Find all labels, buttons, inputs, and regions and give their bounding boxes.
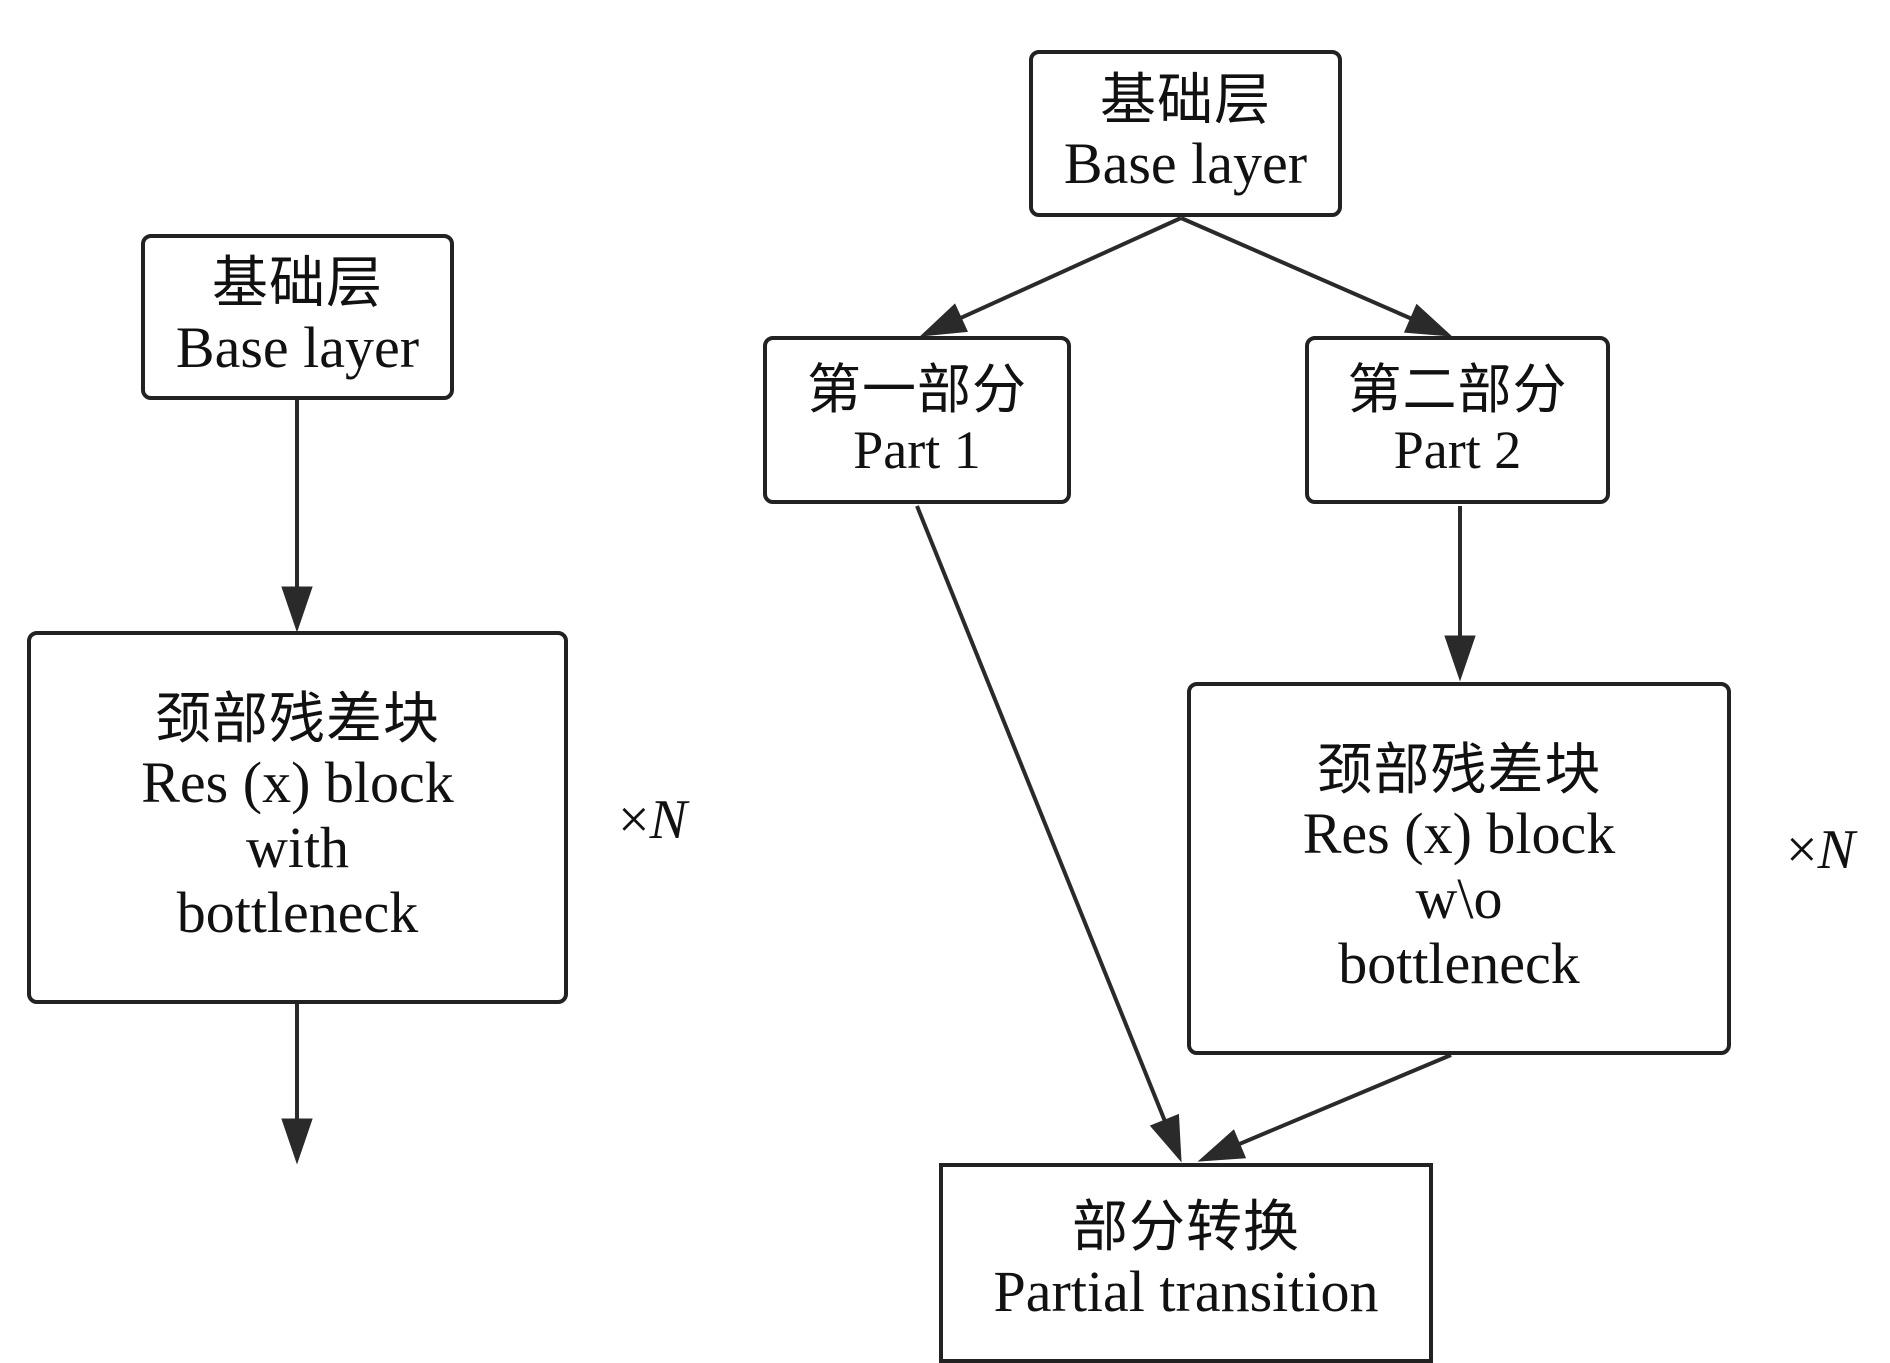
partial-transition-box: 部分转换 Partial transition [939,1163,1433,1363]
right-base-layer-zh: 基础层 [1100,69,1271,132]
times-symbol: × [1786,819,1818,881]
arrowhead-icon [281,586,313,633]
partial-transition-zh: 部分转换 [1072,1197,1300,1259]
left-res-block-en-3: bottleneck [176,880,419,946]
repeat-variable: N [649,789,687,851]
left-res-block-en-2: with [245,815,350,881]
left-res-block-box: 颈部残差块 Res (x) block with bottleneck [27,631,568,1004]
arrowhead-icon [1197,1129,1247,1162]
connector-line [1238,1053,1452,1146]
right-base-layer-box: 基础层 Base layer [1029,50,1342,217]
left-res-block-en-1: Res (x) block [141,750,454,816]
arrowhead-icon [919,303,969,337]
part1-en: Part 1 [853,420,981,480]
right-repeat-label: ×N [1786,818,1855,882]
right-res-block-en-3: bottleneck [1338,931,1580,997]
times-symbol: × [618,789,650,851]
left-base-layer-box: 基础层 Base layer [141,234,454,400]
right-res-block-en-2: w\o [1415,866,1503,932]
arrowhead-icon [281,1118,313,1165]
right-res-block-box: 颈部残差块 Res (x) block w\o bottleneck [1187,682,1731,1055]
arrowhead-icon [1403,303,1453,337]
arrow-part1-to-transition [915,505,1182,1163]
arrow-resblock-to-transition [1197,1053,1452,1162]
left-repeat-label: ×N [618,788,687,852]
part2-en: Part 2 [1393,420,1522,480]
left-base-layer-zh: 基础层 [212,253,383,316]
connector-line [915,505,1167,1121]
connector-line [1180,216,1412,321]
right-res-block-zh: 颈部残差块 [1316,739,1602,802]
arrow-base-to-part2 [1180,216,1453,337]
arrowhead-icon [1444,635,1476,682]
partial-transition-en: Partial transition [993,1258,1379,1324]
part1-box: 第一部分 Part 1 [763,336,1071,504]
left-res-block-zh: 颈部残差块 [155,688,440,751]
left-base-layer-en: Base layer [175,314,420,380]
arrow-left-resblock-out [281,1004,313,1165]
right-base-layer-en: Base layer [1063,131,1308,197]
part1-zh: 第一部分 [807,359,1027,420]
right-res-block-en-1: Res (x) block [1302,801,1616,867]
arrowhead-icon [1149,1113,1182,1163]
repeat-variable: N [1817,819,1855,881]
connector-line [960,216,1182,320]
arrow-base-to-part1 [919,216,1182,337]
part2-zh: 第二部分 [1347,359,1568,420]
arrow-part2-to-resblock [1444,506,1476,682]
part2-box: 第二部分 Part 2 [1305,336,1610,504]
arrow-left-base-to-resblock [281,400,313,633]
